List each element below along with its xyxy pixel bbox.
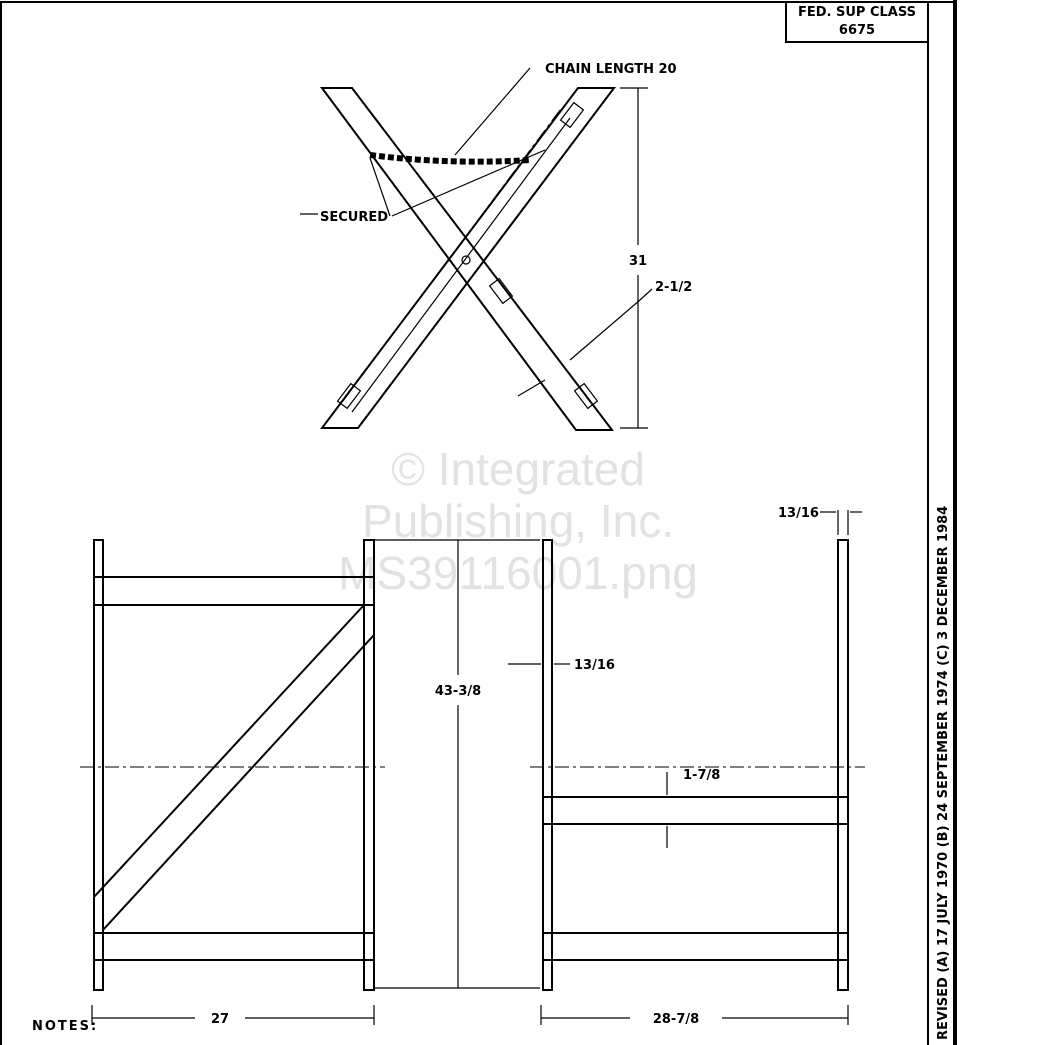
post-dim-top: 13/16 (778, 506, 819, 521)
bottom-rail (542, 932, 849, 961)
title-block-label: FED. SUP CLASS (798, 5, 916, 20)
left-post (93, 539, 104, 991)
watermark-line-1: © Integrated (391, 443, 645, 495)
diagonal-brace-edge (102, 634, 375, 931)
front-view: 43-3/8 27 (80, 539, 540, 1027)
left-post (542, 539, 553, 991)
side-view: 13/16 13/16 1-7/8 28-7/8 (508, 506, 865, 1027)
watermark: © Integrated Publishing, Inc. MS39116001… (338, 443, 698, 599)
right-post (837, 539, 849, 991)
diagonal-brace-edge (93, 604, 365, 898)
leg-two (319, 87, 617, 429)
height-dim-43-3-8: 43-3/8 (435, 684, 481, 699)
post-dim-mid: 13/16 (574, 658, 615, 673)
title-block: FED. SUP CLASS 6675 (785, 1, 929, 43)
width-dim-2-1-2: 2-1/2 (655, 280, 692, 295)
chain-label: CHAIN LENGTH 20 (545, 62, 677, 77)
watermark-line-3: MS39116001.png (338, 547, 698, 599)
rail-dim: 1-7/8 (683, 768, 720, 783)
top-rail (93, 576, 375, 606)
secured-label: SECURED (320, 210, 388, 225)
right-post (363, 539, 375, 991)
mid-rail (542, 796, 849, 825)
revision-strip: REVISED (A) 17 JULY 1970 (B) 24 SEPTEMBE… (936, 506, 951, 1040)
watermark-line-2: Publishing, Inc. (362, 495, 674, 547)
bottom-rail (93, 932, 375, 961)
height-dim-31: 31 (629, 254, 647, 269)
chain (369, 152, 531, 165)
pivot-bolt (461, 255, 471, 265)
width-dim-27: 27 (211, 1012, 229, 1027)
title-block-value: 6675 (839, 23, 875, 38)
width-dim-28-7-8: 28-7/8 (653, 1012, 699, 1027)
top-view: CHAIN LENGTH 20 SECURED 31 2-1/2 (300, 62, 692, 431)
leg-one (320, 87, 615, 431)
notes-label: NOTES: (32, 1019, 98, 1034)
